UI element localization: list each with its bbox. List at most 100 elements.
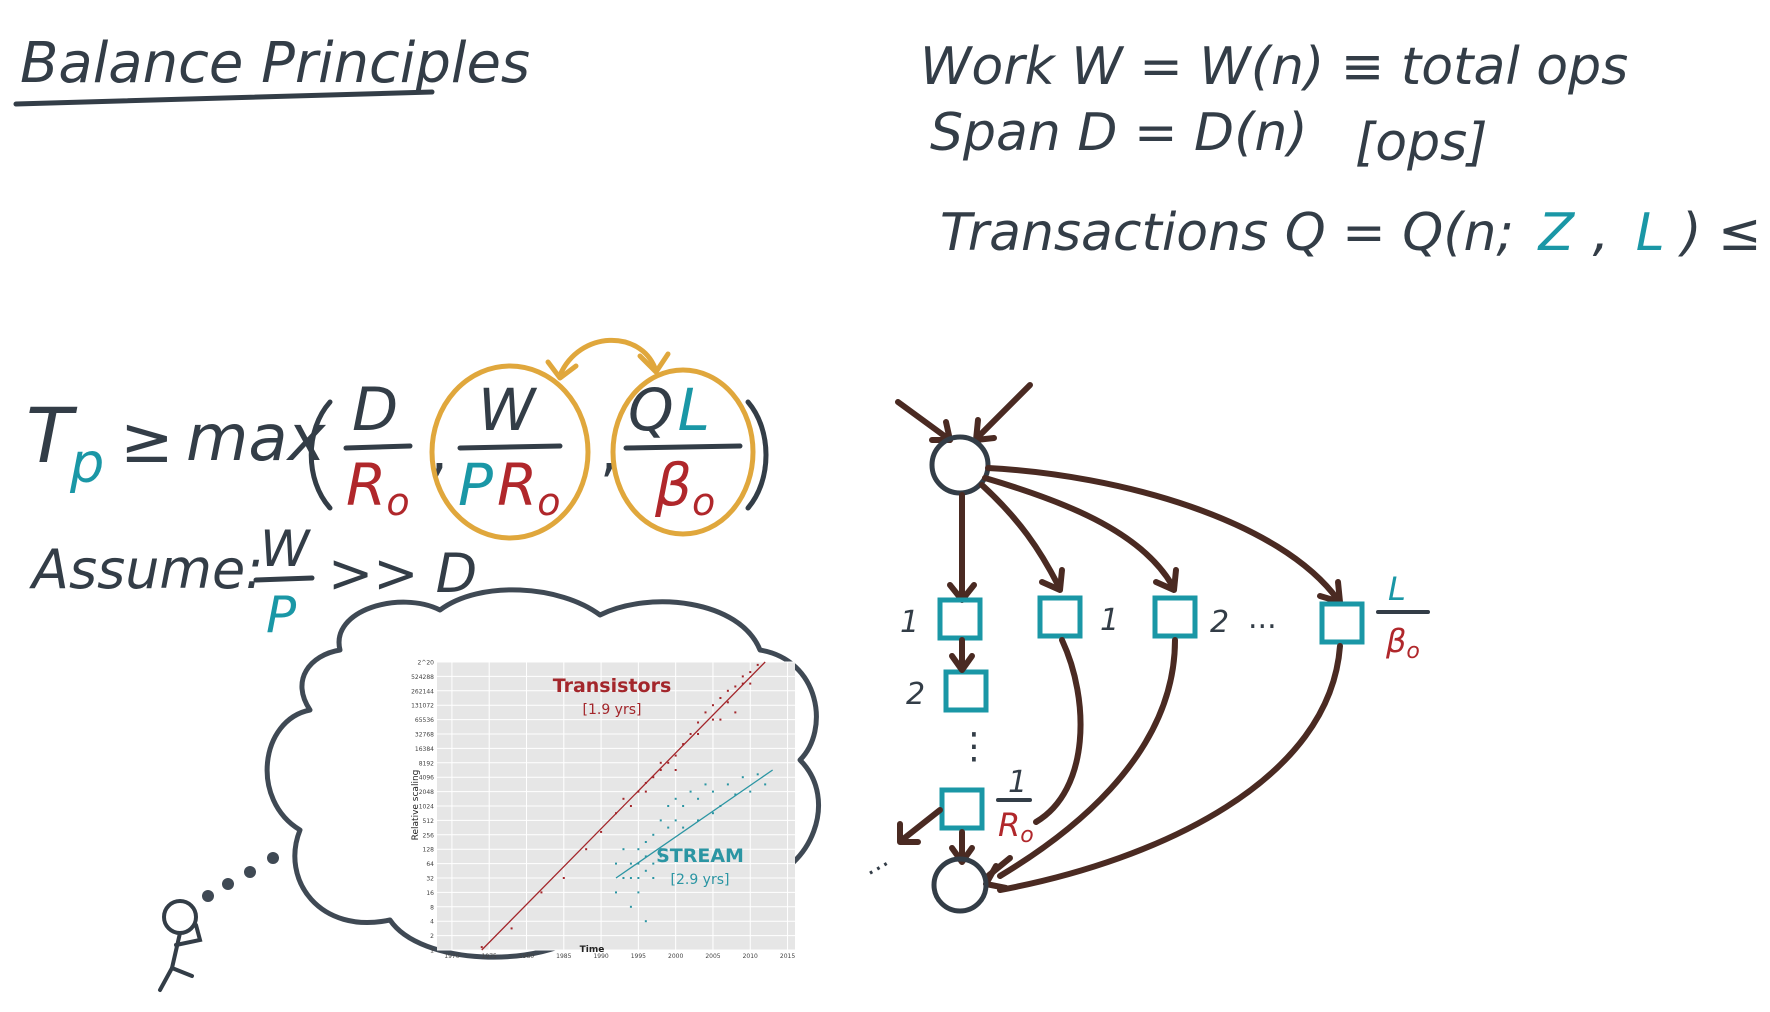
arrow-source-to-colL — [985, 465, 1341, 603]
chart-point-transistors — [659, 769, 662, 771]
formula-max: max — [186, 402, 327, 476]
chart-x-tick-label: 1975 — [482, 953, 497, 960]
series-annotation-stream: [2.9 yrs] — [671, 872, 730, 888]
span-definition: Span D = D(n) — [930, 103, 1308, 163]
chart-point-transistors — [540, 891, 543, 894]
thinker-arm — [174, 923, 203, 947]
definitions: Work W = W(n) ≡ total ops Span D = D(n) … — [920, 37, 1770, 263]
open-paren — [308, 399, 333, 511]
chart-point-stream — [682, 826, 685, 829]
transactions-l: L — [1636, 203, 1665, 263]
chart-y-tick-label: 524288 — [411, 674, 434, 681]
chart-y-tick-label: 2 — [430, 933, 434, 940]
series-label-stream: STREAM — [656, 845, 744, 867]
arrow-col2-to-sink — [1033, 637, 1084, 825]
chart-point-stream — [674, 819, 677, 822]
chart-x-axis-label: Time — [580, 945, 605, 955]
node-box-r1c1 — [937, 597, 983, 641]
col-label-vdots: ⋮ — [956, 726, 992, 767]
chart-point-transistors — [741, 675, 744, 678]
thinker-body — [170, 931, 182, 970]
term2-highlight-circle — [429, 363, 591, 541]
tradeoff-arrow-head-right — [637, 351, 671, 375]
chart-point-stream — [652, 833, 655, 836]
transactions-suffix: ) ≤ W — [1677, 203, 1770, 263]
col-label-1: 1 — [900, 605, 919, 640]
chart-point-transistors — [480, 946, 483, 949]
transactions-comma: , — [1593, 203, 1610, 263]
arrow-colL-to-sink — [997, 643, 1343, 893]
chart-trendline-transistors — [481, 661, 766, 951]
chart-point-stream — [704, 783, 707, 786]
work-definition: Work W = W(n) ≡ total ops — [920, 37, 1628, 97]
chart-point-stream — [697, 819, 700, 822]
chart-point-transistors — [711, 704, 714, 707]
chart-y-tick-label: 16 — [426, 890, 434, 897]
term3-numerator: QL — [628, 376, 710, 444]
chart-y-tick-label: 16384 — [415, 746, 434, 753]
chart-point-stream — [726, 783, 729, 786]
tradeoff-arrow-head-left — [545, 359, 579, 381]
chart-point-stream — [659, 819, 662, 822]
transactions-prefix: Transactions Q = Q(n; — [940, 203, 1514, 263]
chart-point-transistors — [682, 743, 685, 746]
chart-point-transistors — [726, 689, 729, 692]
tradeoff-arrow — [557, 337, 658, 378]
chart-y-tick-label: 256 — [423, 832, 435, 839]
row-label-1: 1 — [1100, 603, 1119, 638]
formula-p-subscript: p — [69, 432, 104, 495]
chart-point-stream — [659, 848, 662, 851]
chart-y-tick-label: 1 — [430, 948, 434, 955]
node-box-rRc1 — [939, 787, 985, 831]
arrow-head-r2c1 — [949, 653, 975, 673]
chart-point-transistors — [674, 754, 677, 757]
chart-point-transistors — [734, 685, 737, 688]
ratio1-numerator: 1 — [1008, 765, 1027, 800]
chart-y-tick-label: 8192 — [419, 760, 434, 767]
chart-y-axis-label: Relative scaling — [411, 770, 421, 841]
chart-point-stream — [697, 797, 700, 800]
page-title: Balance Principles — [20, 31, 530, 96]
chart-point-transistors — [697, 721, 700, 724]
chart-point-stream — [652, 862, 655, 865]
chart-x-tick-label: 2000 — [668, 953, 683, 960]
chart-point-transistors — [741, 682, 744, 685]
chart-y-tick-label: 512 — [423, 818, 435, 825]
chart-point-transistors — [756, 663, 759, 666]
arrow-head-out-left — [897, 821, 921, 845]
incoming-arrow-left — [895, 399, 953, 443]
term3-fraction-bar — [623, 443, 743, 451]
chart-y-tick-label: 32 — [426, 876, 434, 883]
term1-denominator: Ro — [346, 451, 410, 524]
chart-y-tick-label: 4096 — [419, 775, 434, 782]
chart-point-stream — [644, 841, 647, 843]
transactions-definition: Transactions Q = Q(n; Z , L ) ≤ W — [940, 203, 1770, 263]
term1-numerator: D — [352, 375, 398, 445]
chart-y-tick-label: 32768 — [415, 732, 434, 739]
chart-y-tick-label: 8 — [430, 904, 434, 911]
chart-y-tick-label: 128 — [423, 847, 435, 854]
chart-point-stream — [667, 805, 670, 807]
chart-y-tick-label: 131072 — [411, 703, 434, 710]
chart-point-stream — [644, 855, 647, 858]
chart-point-stream — [615, 862, 617, 865]
chart-y-tick-label: 2048 — [419, 789, 434, 796]
chart-y-tick-label: 65536 — [415, 717, 434, 724]
node-box-r2c1 — [943, 669, 989, 713]
chart-point-stream — [644, 869, 647, 872]
thought-dot-4 — [202, 890, 214, 902]
chart-point-stream — [615, 891, 617, 894]
term2-numerator: W — [478, 376, 538, 444]
col-label-2: 2 — [906, 677, 925, 712]
chart-point-stream — [652, 877, 655, 879]
arrow-head-col2 — [1039, 567, 1065, 593]
term1-fraction-bar — [343, 443, 413, 451]
chart-y-tick-label: 4 — [430, 919, 434, 926]
chart-x-tick-label: 1995 — [631, 953, 646, 960]
arrow-rRc1-out-left — [899, 807, 943, 843]
thought-dot-3 — [222, 878, 234, 890]
chart-point-transistors — [629, 805, 632, 807]
ratio1-denominator: Ro — [998, 806, 1034, 848]
chart-point-transistors — [652, 776, 655, 779]
